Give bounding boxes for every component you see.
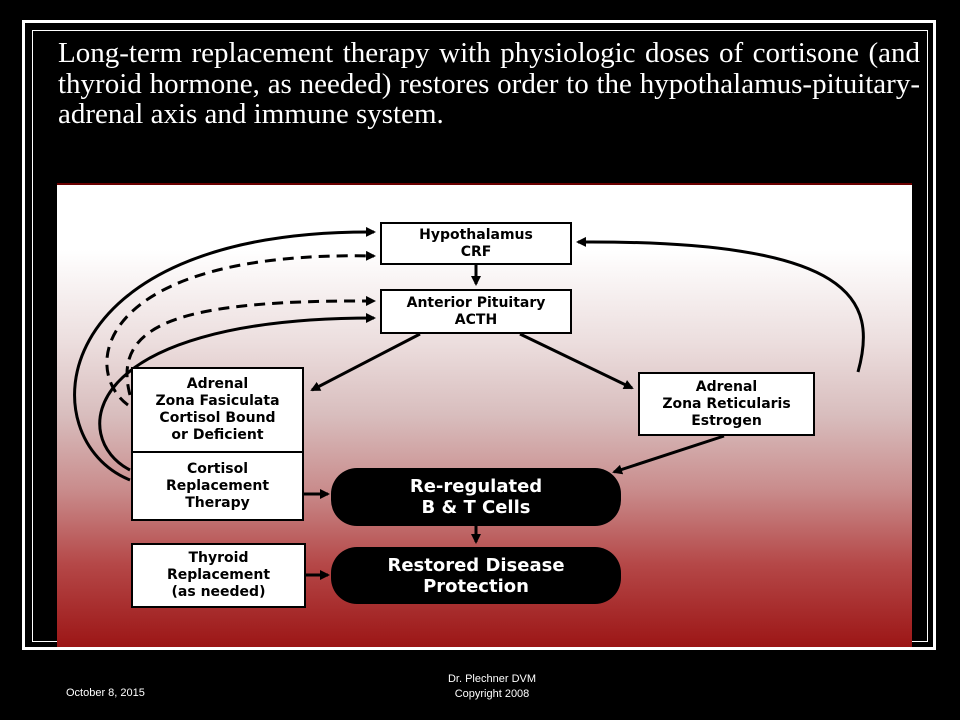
anterior-pituitary-box: Anterior Pituitary ACTH <box>380 289 572 334</box>
panel-top-border <box>57 183 912 185</box>
reticularis-line-2: Zona Reticularis <box>662 395 791 412</box>
slide-frame-outer <box>22 20 936 650</box>
footer-date: October 8, 2015 <box>66 687 145 699</box>
footer-credit: Dr. Plechner DVM Copyright 2008 <box>392 672 592 702</box>
protection-line-2: Protection <box>423 575 529 597</box>
arrow-pituitary-to-fasiculata <box>310 332 421 392</box>
disease-protection-pill: Restored Disease Protection <box>331 547 621 604</box>
dashed-fasiculata-to-pituitary <box>125 295 376 396</box>
thyroid-replacement-box: Thyroid Replacement (as needed) <box>131 543 306 608</box>
protection-line-1: Restored Disease <box>387 554 565 576</box>
adrenal-reticularis-box: Adrenal Zona Reticularis Estrogen <box>638 372 815 436</box>
therapy-line-2: Replacement <box>165 477 270 494</box>
thyroid-line-1: Thyroid <box>188 550 249 566</box>
reticularis-line-1: Adrenal <box>695 378 758 395</box>
fasiculata-line-1: Adrenal <box>186 376 249 392</box>
hypothalamus-box: Hypothalamus CRF <box>380 222 572 265</box>
arrow-reticularis-to-bt <box>612 434 725 475</box>
arrow-pituitary-to-reticularis <box>519 332 634 390</box>
slide-heading: Long-term replacement therapy with physi… <box>58 37 920 130</box>
cortisol-therapy-box: Cortisol Replacement Therapy <box>131 451 304 521</box>
arrow-reticularis-feedback <box>576 236 865 373</box>
therapy-line-3: Therapy <box>185 494 250 511</box>
crf-label: CRF <box>460 243 492 260</box>
adrenal-fasiculata-box: Adrenal Zona Fasiculata Cortisol Bound o… <box>131 367 304 453</box>
footer-author: Dr. Plechner DVM <box>447 673 537 685</box>
fasiculata-line-2: Zona Fasiculata <box>155 393 280 409</box>
acth-label: ACTH <box>454 311 498 328</box>
bt-cells-line-1: Re-regulated <box>409 476 543 497</box>
therapy-line-1: Cortisol <box>186 460 249 477</box>
thyroid-line-2: Replacement <box>166 567 271 583</box>
fasiculata-line-4: or Deficient <box>171 427 264 443</box>
anterior-pituitary-label: Anterior Pituitary <box>406 294 546 311</box>
hypothalamus-label: Hypothalamus <box>419 226 533 243</box>
fasiculata-line-3: Cortisol Bound <box>159 410 276 426</box>
bt-cells-line-2: B & T Cells <box>421 497 531 518</box>
bt-cells-pill: Re-regulated B & T Cells <box>331 468 621 526</box>
footer-copyright: Copyright 2008 <box>454 688 530 700</box>
reticularis-line-3: Estrogen <box>691 412 762 429</box>
thyroid-line-3: (as needed) <box>171 584 266 600</box>
arrow-therapy-to-hypothalamus <box>73 226 376 482</box>
arrow-therapy-to-pituitary <box>98 313 376 472</box>
dashed-fasiculata-to-hypothalamus <box>105 250 376 407</box>
